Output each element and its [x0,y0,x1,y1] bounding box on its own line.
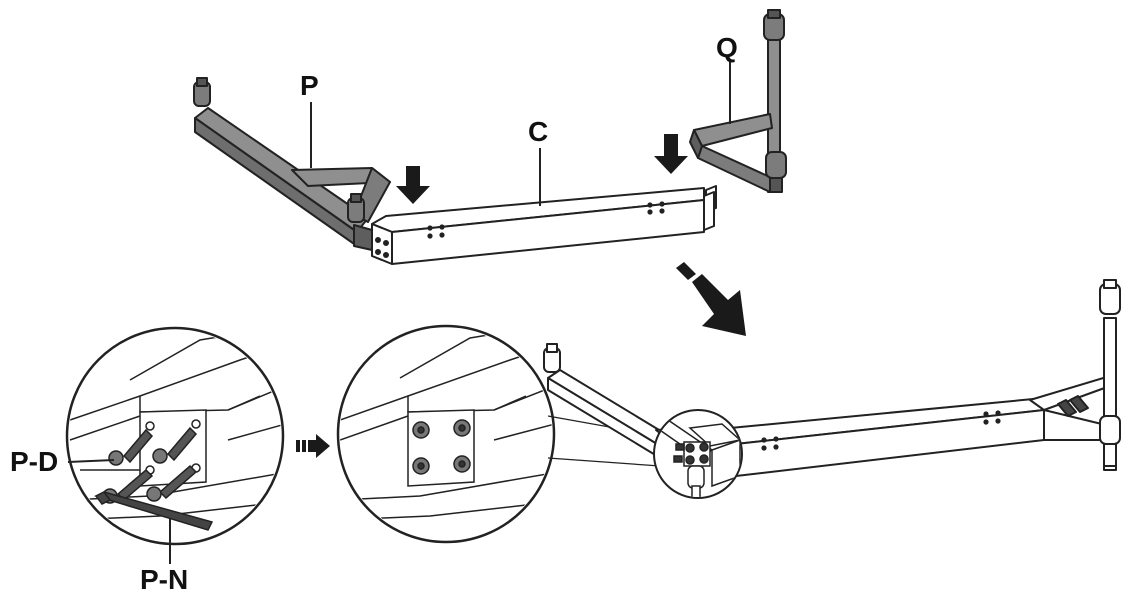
detail-circle-after [336,324,556,544]
diagonal-arrow-icon [676,262,746,336]
label-part-c: C [528,116,549,147]
part-p-frame [193,77,391,251]
down-arrow-icon [654,134,688,174]
label-part-q: Q [716,32,738,63]
joint-highlight-circle [653,409,743,499]
assembled-frame [543,279,1121,483]
part-q-frame [689,9,787,213]
label-part-p: P [300,70,319,101]
detail-circle-before [65,326,285,546]
right-arrow-icon [296,434,330,458]
bolt-icon [102,426,198,504]
label-part-pn: P-N [140,564,189,595]
down-arrow-icon [396,166,430,204]
part-c-crossbar [371,187,715,265]
leader-pd [67,459,115,463]
bolt-head-icon [412,419,471,475]
label-part-pd: P-D [10,446,59,477]
